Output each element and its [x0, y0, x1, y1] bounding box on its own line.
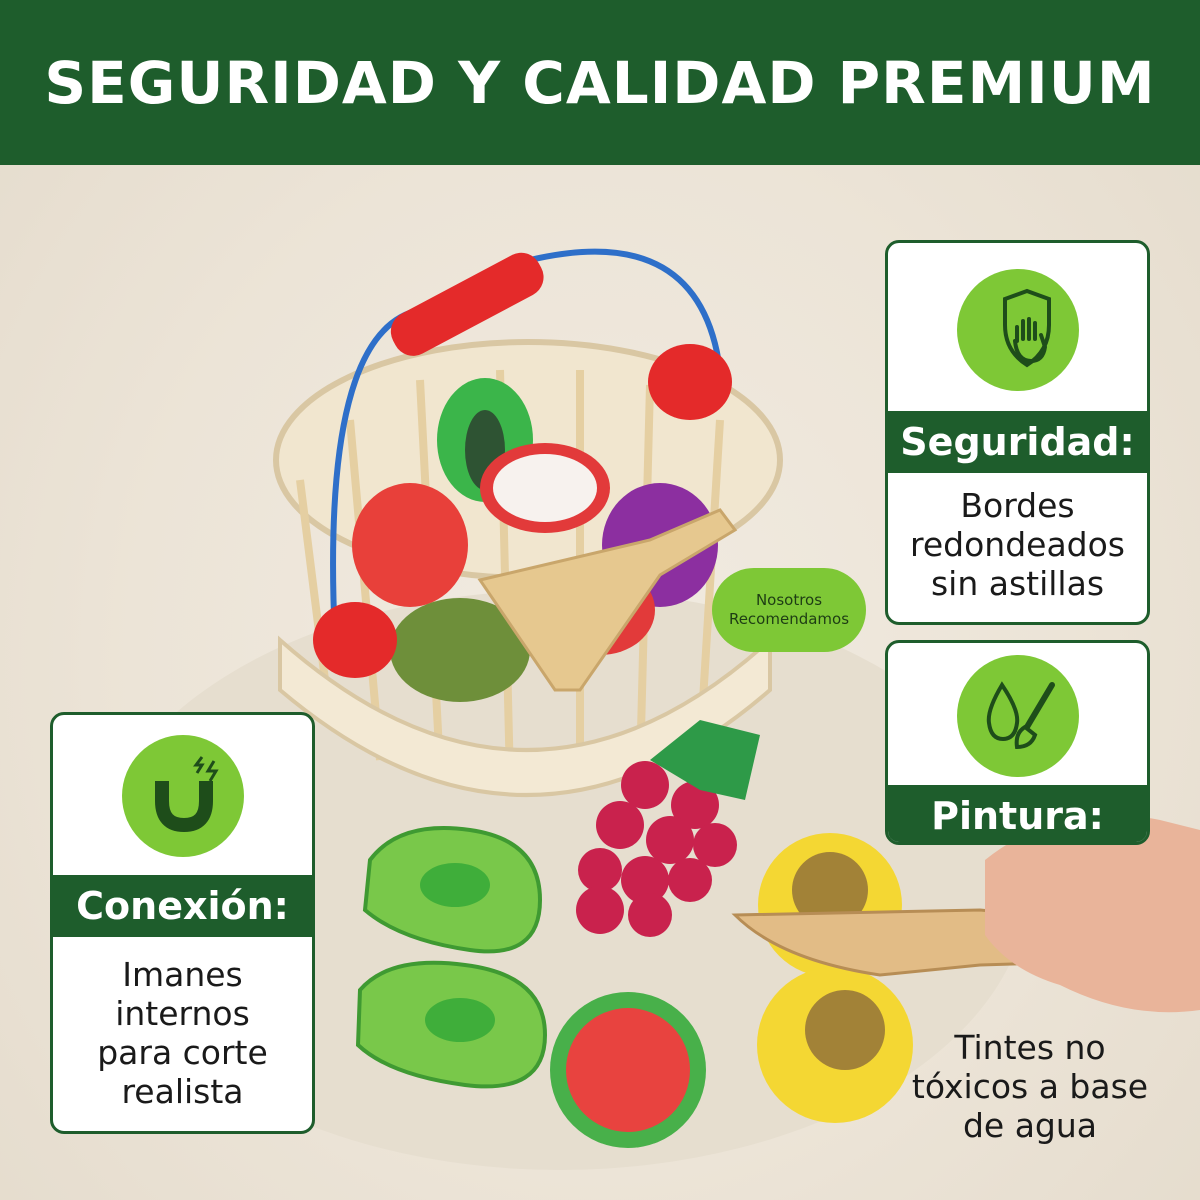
feature-card-seguridad: Seguridad: Bordes redondeados sin astill… — [885, 240, 1150, 625]
feature-card-conexion: Conexión: Imanes internos para corte rea… — [50, 712, 315, 1134]
magnet-icon — [154, 756, 219, 833]
recommended-badge-line-2: Recomendamos — [728, 610, 850, 628]
drop-brush-icon — [986, 681, 1055, 750]
pintura-icon-circle — [956, 655, 1079, 777]
recommended-badge: Nosotros Recomendamos — [712, 568, 866, 652]
conexion-title: Conexión: — [53, 875, 312, 937]
shield-hand-icon — [1002, 288, 1051, 368]
handle-knob-left — [313, 602, 397, 678]
peeler-toy — [477, 508, 738, 692]
pintura-line-2: tóxicos a base — [911, 1067, 1149, 1106]
banner-title: SEGURIDAD Y CALIDAD PREMIUM — [44, 48, 1156, 117]
pintura-description: Tintes no tóxicos a base de agua — [900, 1028, 1160, 1145]
seguridad-description: Bordes redondeados sin astillas — [888, 486, 1147, 603]
conexion-description: Imanes internos para corte realista — [53, 955, 312, 1111]
seguridad-line-2: redondeados — [910, 525, 1125, 564]
basket-band — [278, 635, 772, 797]
conexion-line-1: Imanes — [122, 955, 243, 994]
seguridad-line-3: sin astillas — [930, 564, 1105, 603]
strawberry-toy — [352, 483, 468, 607]
conexion-line-4: realista — [121, 1072, 244, 1111]
pintura-line-3: de agua — [962, 1106, 1098, 1145]
title-banner: SEGURIDAD Y CALIDAD PREMIUM — [0, 0, 1200, 165]
pintura-line-1: Tintes no — [954, 1028, 1106, 1067]
seguridad-line-1: Bordes — [960, 486, 1075, 525]
feature-card-pintura: Pintura: — [885, 640, 1150, 845]
handle-grip — [390, 252, 544, 356]
avocado-toy — [390, 598, 530, 702]
hand — [985, 815, 1200, 1013]
grapes-toy — [576, 761, 737, 937]
handle-knob-right — [648, 344, 732, 420]
seguridad-icon-circle — [956, 269, 1079, 391]
seguridad-title: Seguridad: — [888, 411, 1147, 473]
pintura-title: Pintura: — [888, 785, 1147, 842]
grape-leaf — [650, 720, 760, 800]
conexion-line-3: para corte — [97, 1033, 268, 1072]
conexion-line-2: internos — [115, 994, 250, 1033]
recommended-badge-line-1: Nosotros — [755, 591, 823, 609]
conexion-icon-circle — [121, 735, 244, 857]
